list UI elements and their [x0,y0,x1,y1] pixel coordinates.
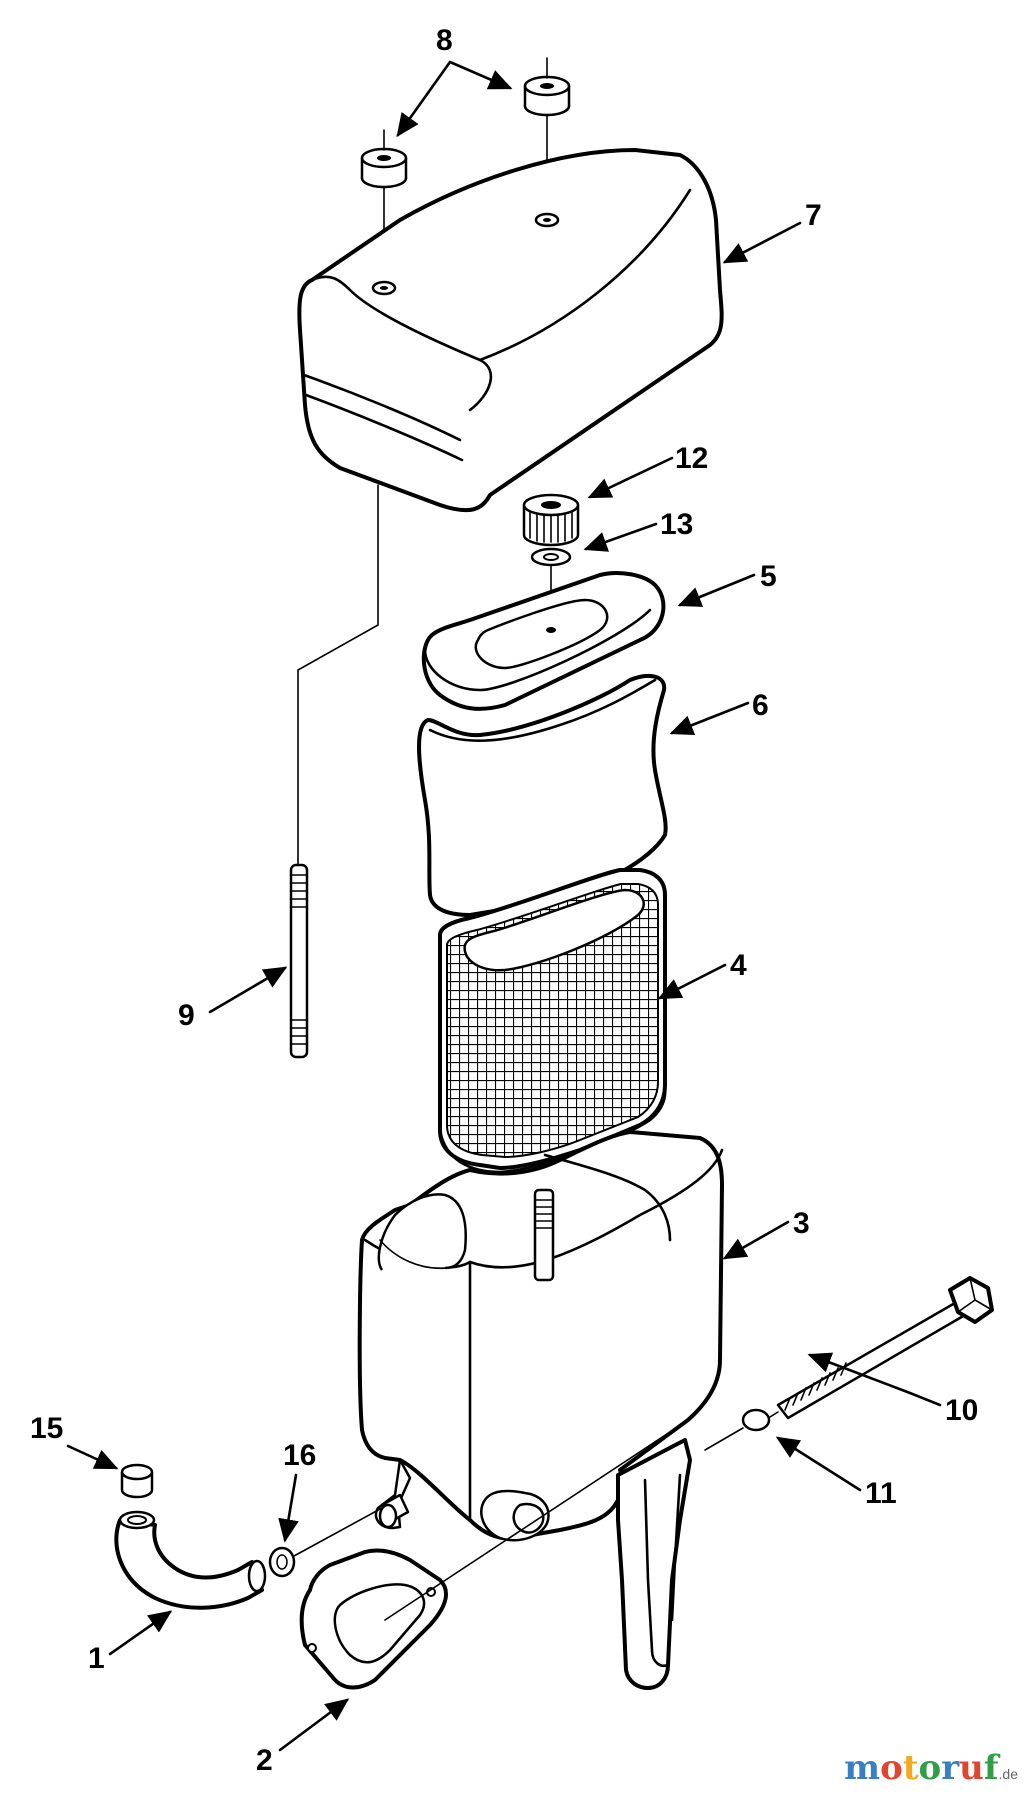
arrow-8-left [396,60,452,138]
callout-11: 11 [865,1477,897,1510]
arrow-10 [807,1352,942,1407]
callout-1: 1 [88,1642,105,1675]
callout-3: 3 [793,1207,810,1240]
watermark-letter: t [902,1748,919,1788]
watermark-letter: o [918,1748,942,1788]
part-10-bolt [769,1276,994,1420]
callout-10: 10 [945,1394,978,1427]
arrow-9 [208,966,288,1014]
part-1-hose [114,1510,267,1610]
arrow-5 [677,573,756,607]
callout-labels: 8 7 12 13 5 6 4 9 3 10 11 15 16 1 2 [30,24,978,1777]
arrow-1 [108,1610,173,1656]
part-5-filter-cover [421,571,666,711]
callout-9: 9 [178,999,195,1032]
callout-12: 12 [675,442,708,475]
arrow-8-right [448,60,513,90]
arrow-4 [657,963,727,1000]
callout-4: 4 [730,949,747,982]
part-11-washer [704,1408,771,1451]
callout-5: 5 [760,560,777,593]
arrow-3 [722,1220,790,1260]
part-6-pre-cleaner [417,673,668,917]
part-8-grommet-right [523,57,571,216]
watermark-letter: u [959,1748,984,1788]
motoruf-watermark-logo: motoruf.de [844,1748,1018,1788]
callout-16: 16 [283,1439,316,1472]
watermark-suffix: .de [998,1766,1018,1782]
part-3-base [357,1130,724,1690]
callout-8: 8 [436,24,453,57]
part-7-cover [297,148,724,513]
part-4-filter-element [438,868,667,1174]
callout-2: 2 [256,1744,273,1777]
arrow-16 [278,1473,299,1543]
watermark-letter: o [880,1748,903,1788]
part-13-washer [530,547,572,626]
part-12-knob [522,493,580,547]
callout-7: 7 [805,199,822,232]
watermark-letter: r [941,1748,960,1788]
arrow-11 [775,1436,862,1492]
leader-arrows [66,60,942,1752]
callout-6: 6 [752,689,769,722]
arrow-13 [583,522,658,552]
arrow-15 [66,1444,119,1470]
part-16-clamp [268,1493,410,1578]
part-9-stud [289,484,379,1059]
watermark-letter: f [983,1748,999,1788]
part-2-gasket [299,1431,671,1690]
arrow-2 [278,1698,350,1752]
part-8-grommet-left [360,129,408,286]
arrow-7 [722,221,802,264]
part-15-cap [120,1463,154,1499]
callout-15: 15 [30,1412,63,1445]
watermark-letter: m [844,1748,881,1788]
arrow-12 [587,456,674,499]
callout-13: 13 [660,508,693,541]
arrow-6 [669,701,750,736]
